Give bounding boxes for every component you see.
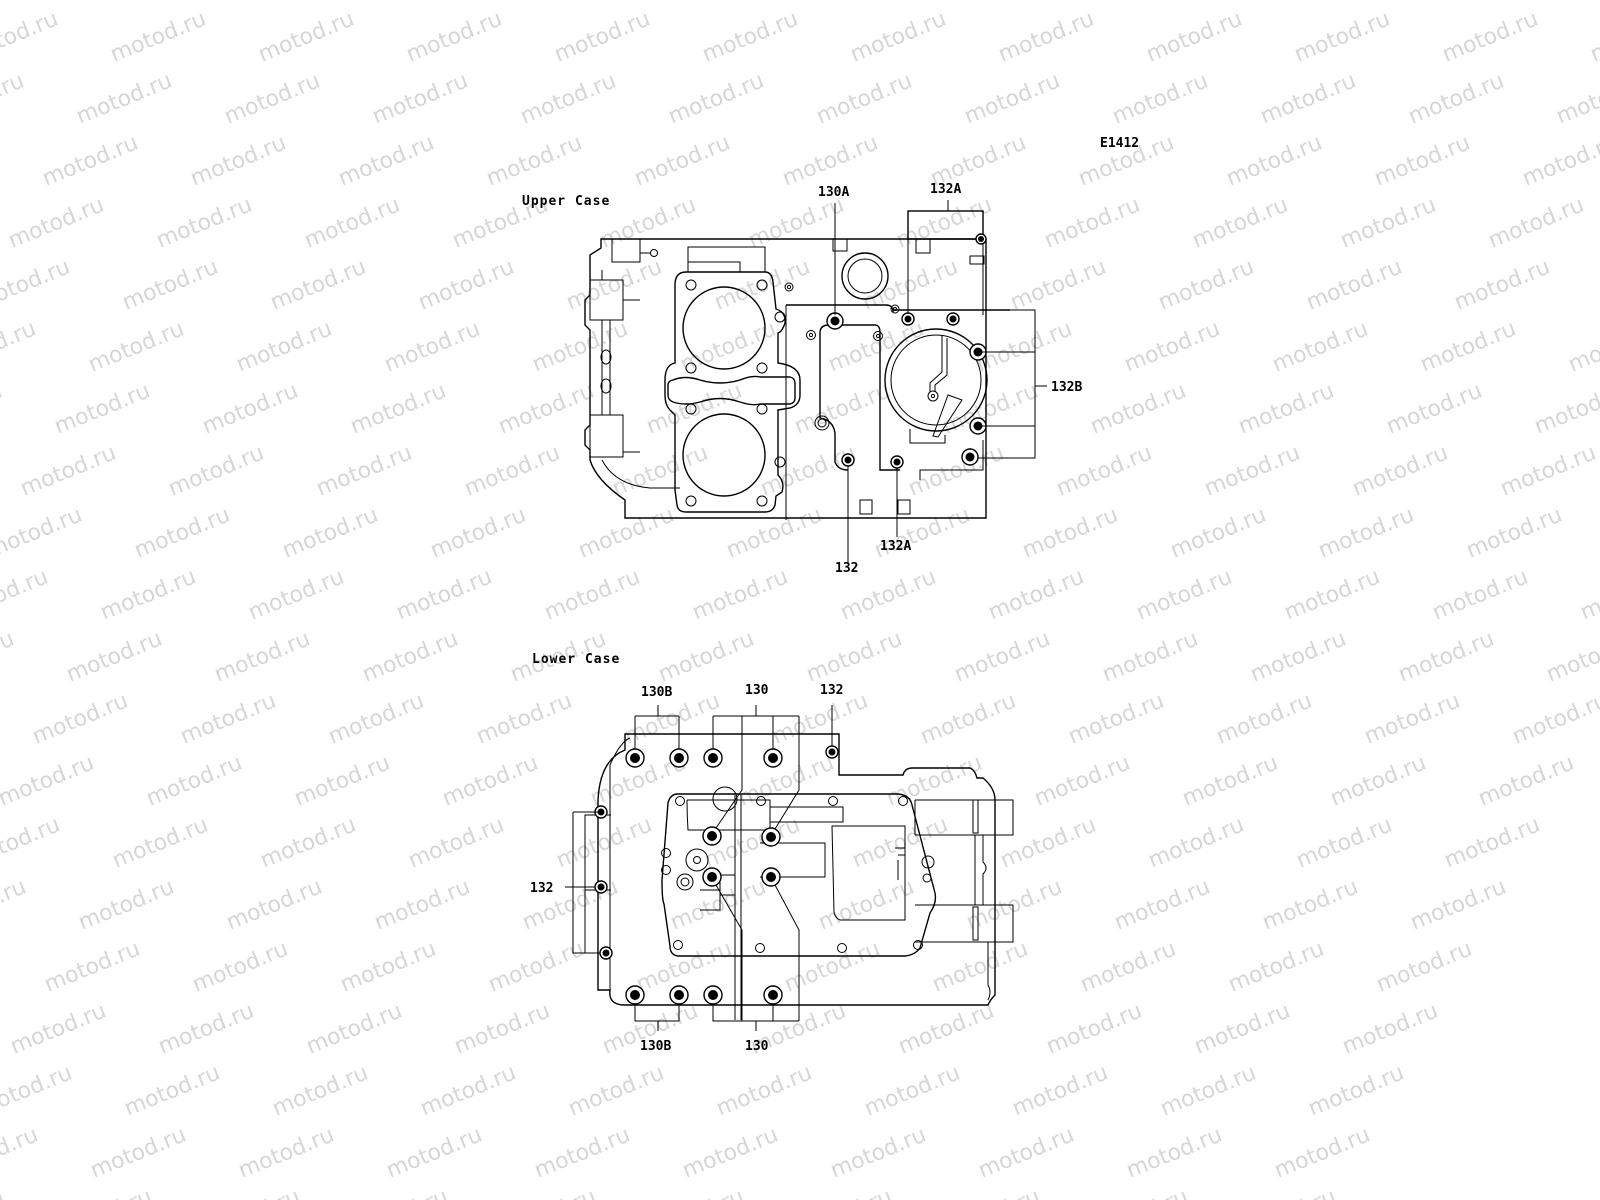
bolt-132-left-3 <box>599 946 613 960</box>
bolt-132A-top-3 <box>975 233 987 245</box>
upper-case-section: Upper Case <box>522 182 1082 576</box>
bolt-132 <box>841 453 855 467</box>
bolt-130-center-2 <box>761 827 781 847</box>
lower-case-outline <box>584 733 1014 1006</box>
upper-case-outline <box>584 238 987 519</box>
callout-130A: 130A <box>818 185 849 200</box>
bolt-130-top-2 <box>763 748 783 768</box>
callout-130-bottom: 130 <box>745 1039 769 1054</box>
callout-132A-top: 132A <box>930 182 961 197</box>
oil-pan-gasket <box>661 786 937 1020</box>
bolt-132-top <box>825 745 839 759</box>
callout-132B: 132B <box>1051 380 1082 395</box>
bolt-130B-top-1 <box>625 748 645 768</box>
bolt-130A <box>826 312 844 330</box>
callout-132A-bottom: 132A <box>880 539 911 554</box>
lower-case-bolts <box>594 745 839 1005</box>
bolt-130-center-4 <box>761 867 781 887</box>
callout-132-left: 132 <box>530 881 553 896</box>
bolt-130B-top-2 <box>669 748 689 768</box>
upper-case-title: Upper Case <box>522 194 610 209</box>
bolt-132A-top-2 <box>946 312 960 326</box>
bolt-132-left-2 <box>594 880 608 894</box>
bolt-130-center-3 <box>702 867 722 887</box>
bolt-130-bottom-1 <box>703 985 723 1005</box>
callout-130-top: 130 <box>745 683 769 698</box>
cylinder-head-gasket <box>664 271 801 513</box>
callout-132-upper: 132 <box>835 561 858 576</box>
bolt-130-center-1 <box>702 826 722 846</box>
callout-130B-bottom: 130B <box>640 1039 671 1054</box>
bolt-130B-bottom-2 <box>669 985 689 1005</box>
breather-cover-plate <box>785 304 1010 520</box>
lower-case-title: Lower Case <box>532 652 620 667</box>
bolt-130-top-1 <box>703 748 723 768</box>
callout-132-top: 132 <box>820 683 843 698</box>
bolt-130-bottom-2 <box>763 985 783 1005</box>
upper-case-right-housing <box>832 210 988 515</box>
upper-case-bolts <box>826 233 987 469</box>
bolt-132B-3 <box>961 448 979 466</box>
lower-case-section: Lower Case <box>530 652 1014 1054</box>
upper-case-leaders <box>834 200 1047 563</box>
lower-case-leaders <box>565 705 833 1031</box>
figure-code: E1412 <box>1100 136 1139 151</box>
bolt-130B-bottom-1 <box>625 985 645 1005</box>
callout-130B-top: 130B <box>641 685 672 700</box>
bolt-132-left-1 <box>594 805 608 819</box>
bolt-132A-bottom <box>890 455 904 469</box>
bolt-132A-top-1 <box>901 312 915 326</box>
